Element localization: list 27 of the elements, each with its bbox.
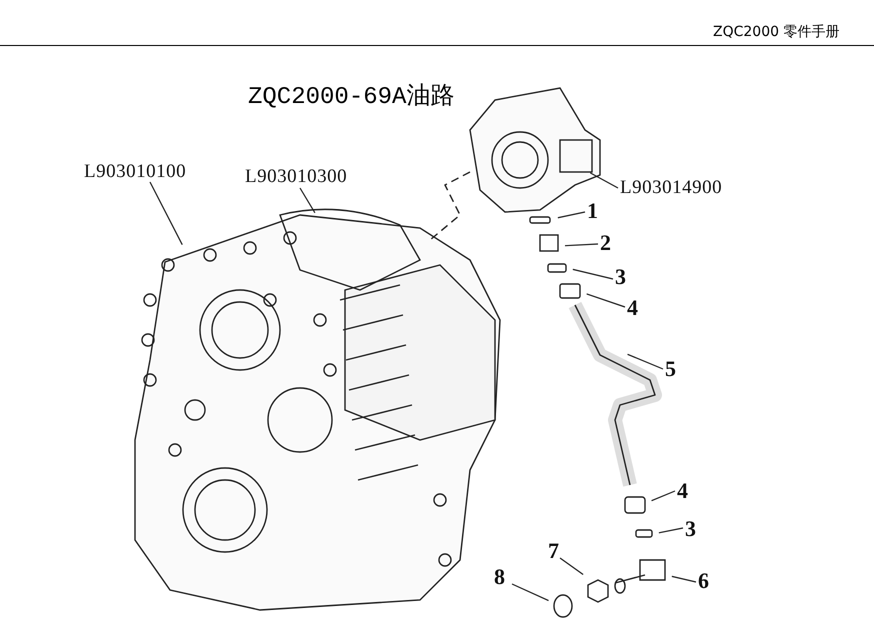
callout-number: 1 [587,200,598,222]
leader-line [149,182,183,245]
part-number: L903010300 [245,167,348,186]
callout-number: 7 [548,540,559,562]
leader-line [558,211,586,218]
leader-line [627,354,664,370]
callout-number: 3 [615,266,626,288]
leader-line [590,172,618,189]
callout-number: 6 [698,570,709,592]
callout-number: 4 [627,297,638,319]
leader-line [564,243,598,246]
leader-line [658,527,684,534]
leader-line [560,558,584,575]
leader-line [586,293,626,308]
leader-line [512,583,549,602]
leader-line [672,576,696,583]
leader-line [651,490,676,502]
part-number: L903010100 [84,162,186,181]
callout-number: 4 [677,480,688,502]
part-number: L903014900 [620,178,722,197]
leader-line [299,188,316,214]
leader-line [572,268,614,280]
callout-number: 8 [494,566,505,588]
header-text: ZQC2000 零件手册 [713,25,840,39]
callout-number: 5 [665,358,676,380]
callout-number: 2 [600,232,611,254]
callout-number: 3 [685,518,696,540]
